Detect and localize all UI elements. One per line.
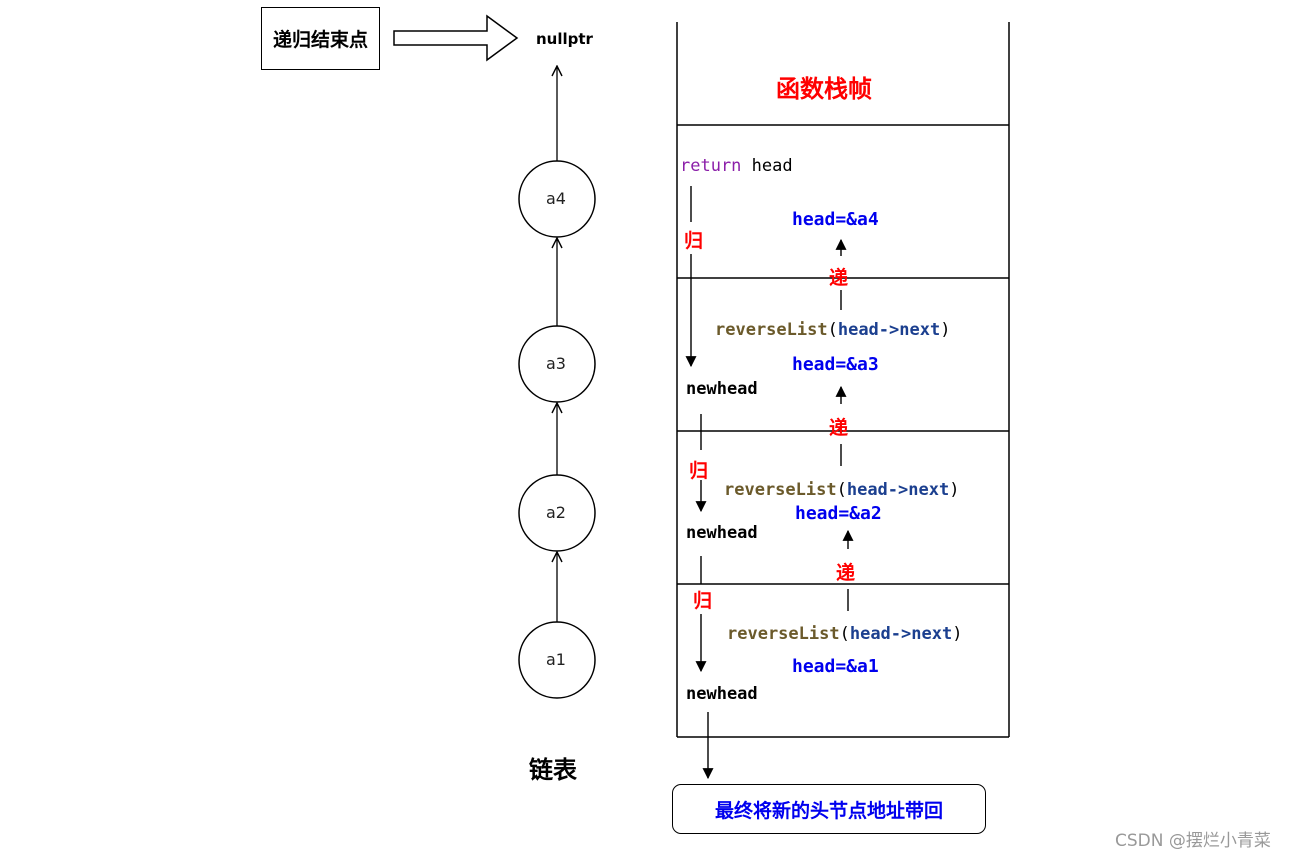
call-argument: head->next	[846, 480, 950, 500]
return-label: 归	[689, 460, 709, 482]
call-statement: reverseList(head->next)	[727, 624, 963, 644]
return-value: head	[751, 156, 793, 176]
recursion-end-box: 递归结束点	[261, 7, 380, 70]
list-title: 链表	[529, 756, 577, 784]
frame-head-a1: head=&a1	[792, 656, 879, 677]
newhead-label: newhead	[686, 379, 758, 399]
frame-head-a4: head=&a4	[792, 209, 879, 230]
call-argument: head->next	[837, 320, 941, 340]
return-keyword: return	[680, 156, 742, 176]
call-argument: head->next	[849, 624, 953, 644]
recurse-label: 递	[829, 417, 849, 439]
node-a3-label: a3	[546, 354, 566, 373]
call-function: reverseList	[727, 624, 840, 644]
node-a1-label: a1	[546, 650, 566, 669]
return-label: 归	[693, 590, 713, 612]
final-result-box: 最终将新的头节点地址带回	[672, 784, 986, 834]
frame-head-a2: head=&a2	[795, 503, 882, 524]
hollow-arrow	[393, 14, 519, 62]
return-statement: return head	[680, 156, 793, 176]
nullptr-label: nullptr	[536, 30, 593, 48]
call-statement: reverseList(head->next)	[724, 480, 960, 500]
call-statement: reverseList(head->next)	[715, 320, 951, 340]
frame-head-a3: head=&a3	[792, 354, 879, 375]
call-function: reverseList	[715, 320, 828, 340]
node-a4-label: a4	[546, 189, 566, 208]
return-label: 归	[684, 230, 704, 252]
newhead-label: newhead	[686, 523, 758, 543]
stack-title: 函数栈帧	[776, 75, 872, 103]
newhead-label: newhead	[686, 684, 758, 704]
call-function: reverseList	[724, 480, 837, 500]
node-a2-label: a2	[546, 503, 566, 522]
recurse-label: 递	[836, 562, 856, 584]
recurse-label: 递	[829, 267, 849, 289]
watermark: CSDN @摆烂小青菜	[1115, 831, 1271, 851]
